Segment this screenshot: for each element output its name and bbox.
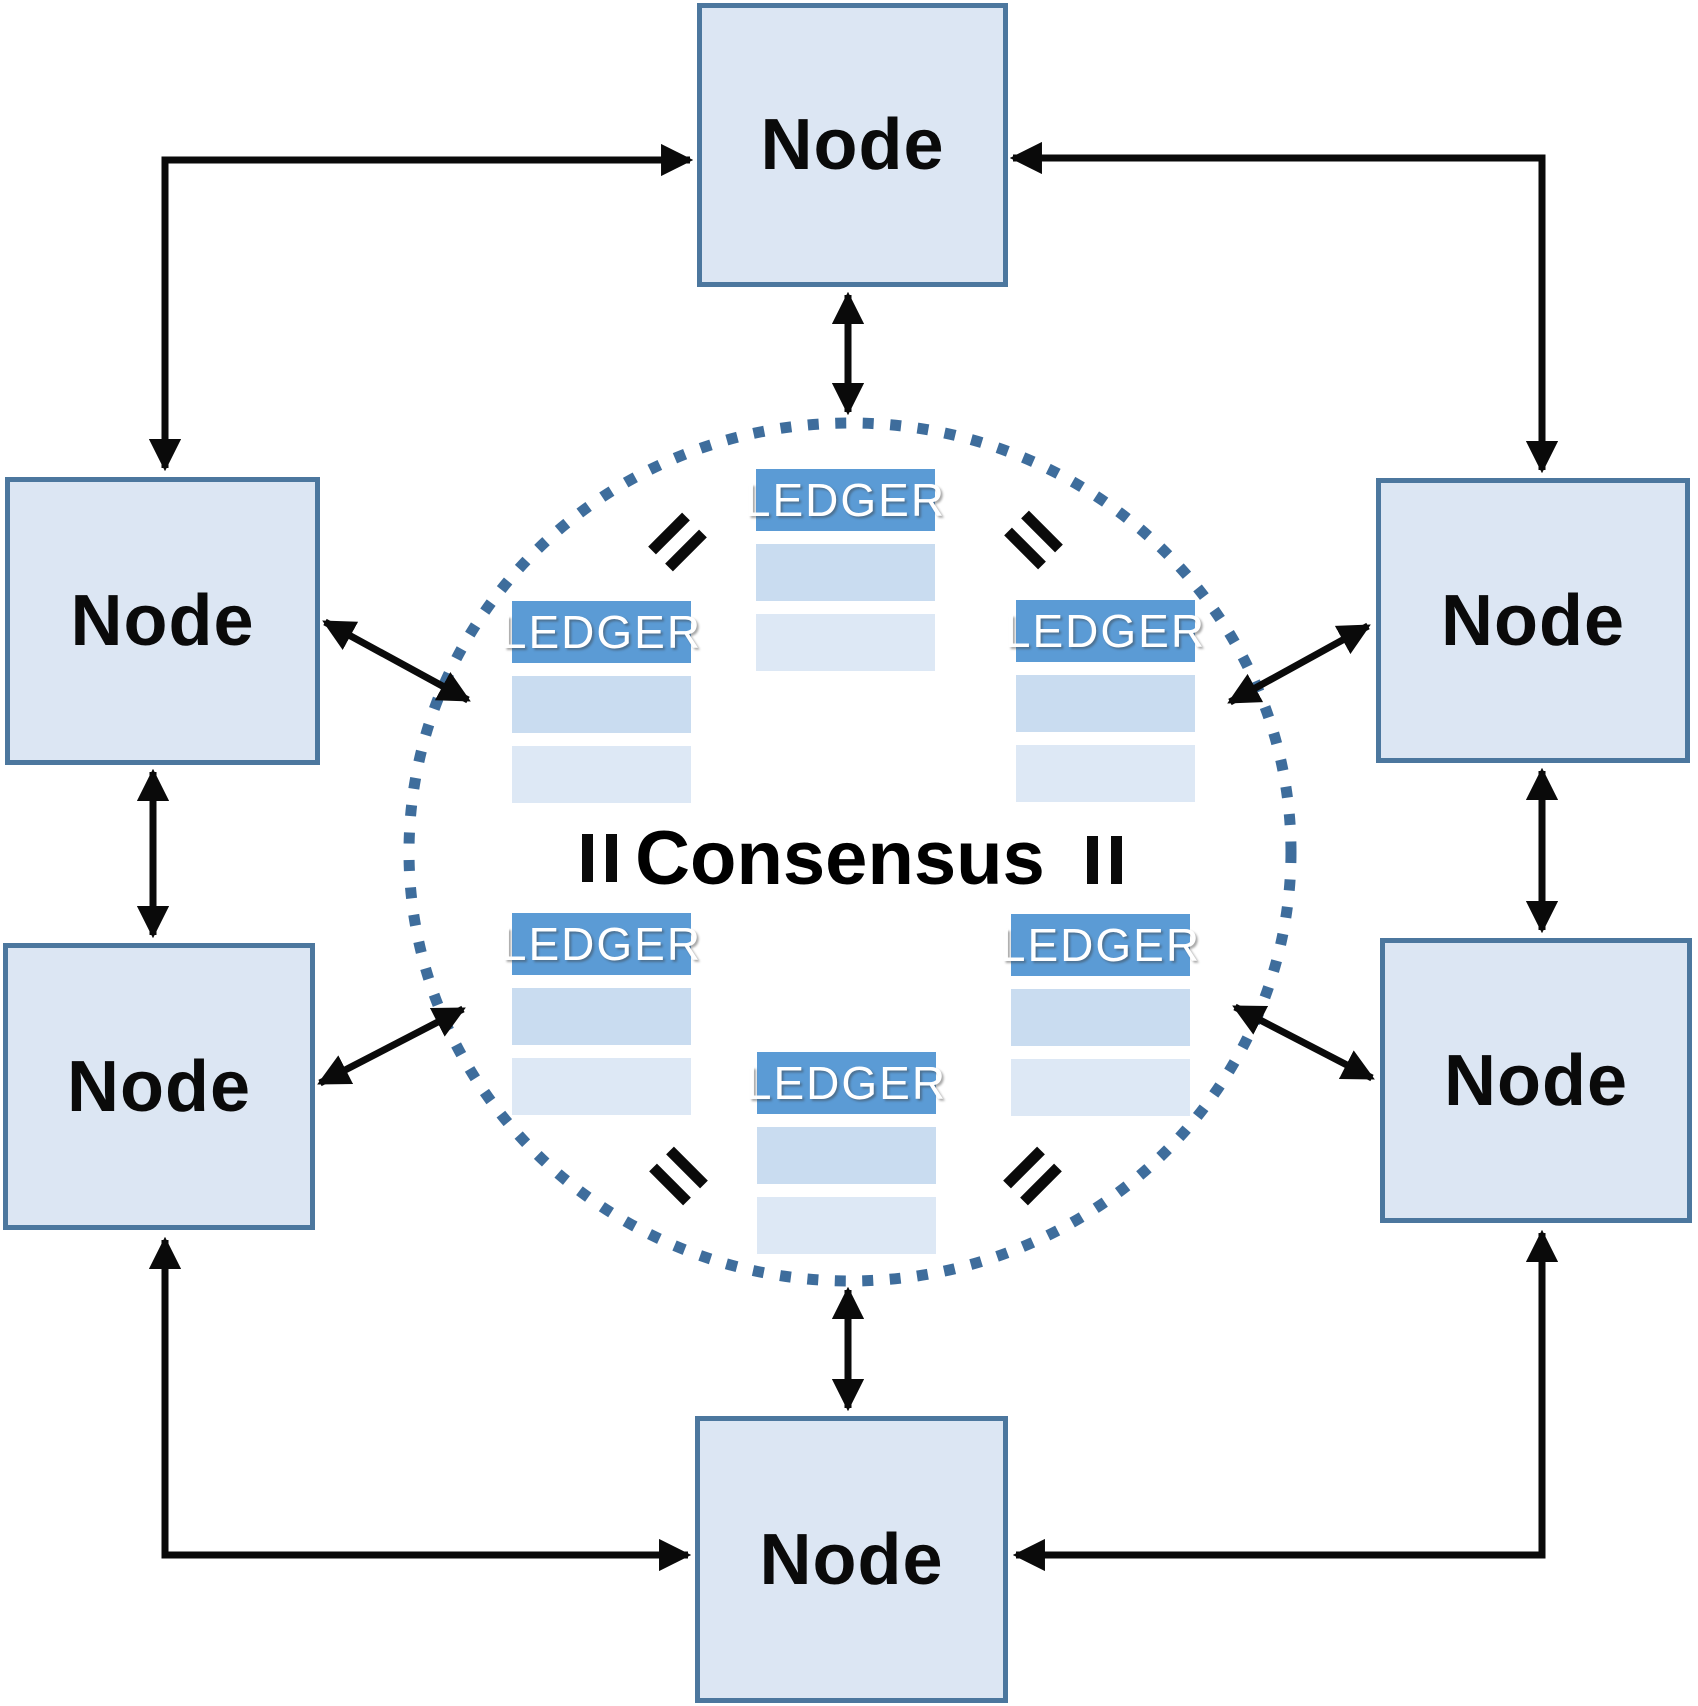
ledger-row bbox=[512, 1058, 691, 1115]
connector-upper-left-to-ring bbox=[322, 618, 471, 704]
node-upper-left: Node bbox=[5, 477, 320, 765]
ledger-row bbox=[512, 746, 691, 803]
ledger-header: LEDGER bbox=[501, 913, 700, 975]
ledger-row bbox=[512, 988, 691, 1045]
ledger-header: LEDGER bbox=[1005, 600, 1204, 662]
ledger-top-center: LEDGER bbox=[745, 469, 944, 671]
consensus-ring bbox=[403, 417, 1297, 1287]
ledger-row bbox=[757, 1127, 936, 1184]
ledger-row bbox=[756, 544, 935, 601]
ledger-header: LEDGER bbox=[501, 601, 700, 663]
ledger-row bbox=[1011, 989, 1190, 1046]
equals-sign-mid-right bbox=[1087, 836, 1122, 884]
ledger-mid-left: LEDGER bbox=[501, 601, 700, 803]
ledger-mid-right: LEDGER bbox=[1005, 600, 1204, 802]
ledger-row bbox=[756, 614, 935, 671]
consensus-label: Consensus bbox=[635, 815, 1045, 901]
connector-elbow-top-right bbox=[1009, 141, 1559, 474]
node-bottom: Node bbox=[695, 1416, 1008, 1703]
connector-lower-left-to-ring bbox=[317, 1005, 466, 1087]
connector-elbow-top-left bbox=[148, 143, 694, 472]
ledger-bottom-center: LEDGER bbox=[746, 1052, 945, 1254]
equals-sign-mid-left bbox=[582, 834, 617, 882]
connector-elbow-bottom-right bbox=[1012, 1229, 1559, 1572]
ledger-row bbox=[512, 676, 691, 733]
node-lower-right: Node bbox=[1380, 938, 1692, 1223]
node-lower-left: Node bbox=[3, 943, 315, 1230]
ledger-row bbox=[1016, 675, 1195, 732]
node-upper-right: Node bbox=[1376, 478, 1690, 763]
connector-upper-right-to-ring bbox=[1227, 622, 1371, 706]
ledger-row bbox=[757, 1197, 936, 1254]
ledger-row bbox=[1011, 1059, 1190, 1116]
ledger-header: LEDGER bbox=[745, 469, 944, 531]
ledger-lower-right: LEDGER bbox=[1000, 914, 1199, 1116]
ledger-header: LEDGER bbox=[1000, 914, 1199, 976]
connector-lower-right-to-ring bbox=[1232, 1003, 1375, 1082]
connector-elbow-bottom-left bbox=[148, 1236, 692, 1572]
node-top: Node bbox=[697, 3, 1008, 287]
ledger-header: LEDGER bbox=[746, 1052, 945, 1114]
ledger-row bbox=[1016, 745, 1195, 802]
ledger-lower-left: LEDGER bbox=[501, 913, 700, 1115]
